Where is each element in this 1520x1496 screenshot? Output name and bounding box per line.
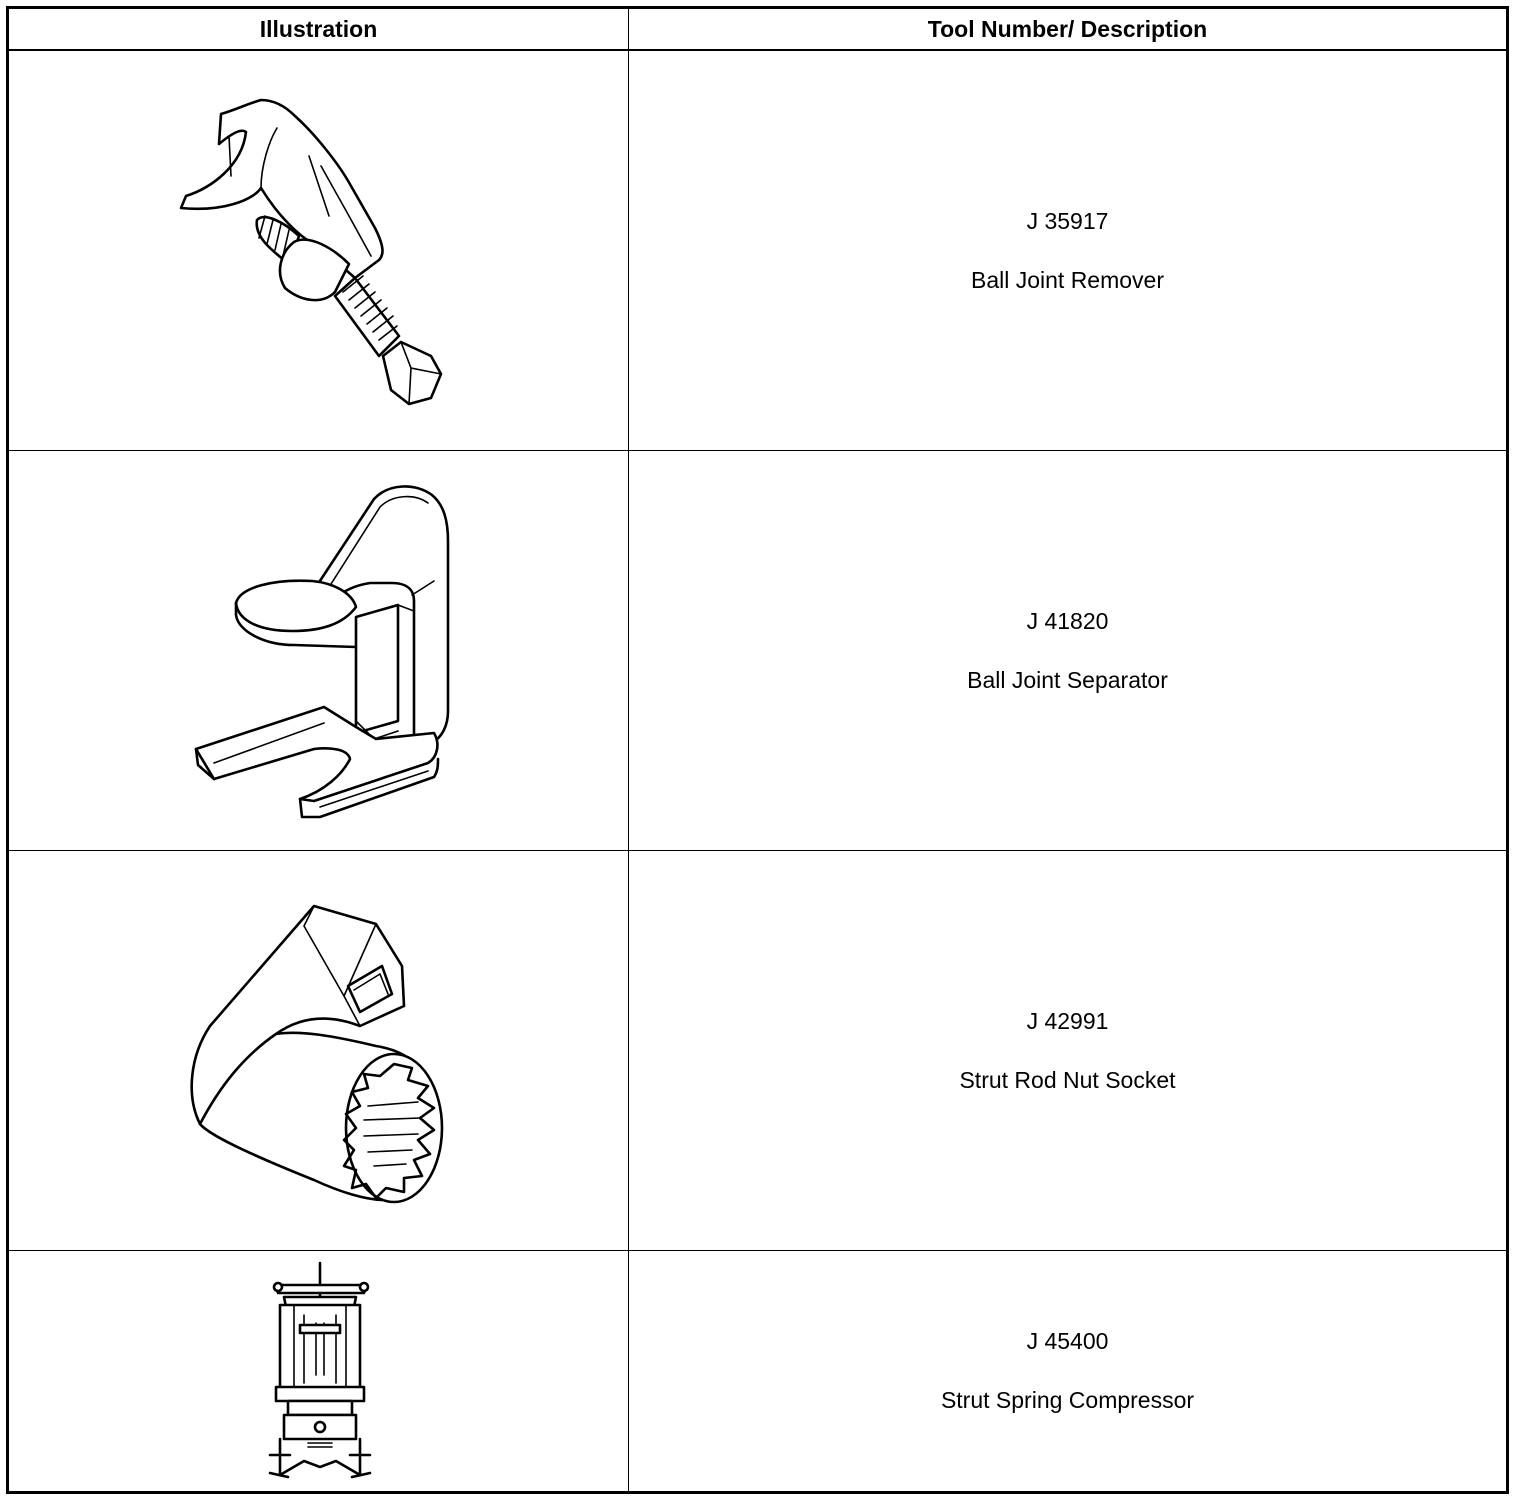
table-row: J 45400 Strut Spring Compressor — [7, 1250, 1508, 1493]
illustration-cell — [7, 850, 629, 1251]
header-tool-number-description: Tool Number/ Description — [628, 7, 1508, 51]
table-row: J 41820 Ball Joint Separator — [7, 450, 1508, 851]
header-illustration: Illustration — [7, 7, 629, 51]
strut-rod-nut-socket-icon — [189, 904, 443, 1203]
ball-joint-remover-icon — [179, 98, 442, 405]
strut-spring-compressor-icon — [268, 1261, 371, 1478]
tool-cell: J 35917 Ball Joint Remover — [628, 49, 1508, 451]
tool-number: J 41820 — [1026, 607, 1109, 634]
illustration-cell — [7, 450, 629, 851]
ball-joint-separator-icon — [194, 484, 449, 818]
tool-description: Strut Spring Compressor — [940, 1387, 1195, 1413]
tool-cell: J 45400 Strut Spring Compressor — [628, 1250, 1508, 1493]
table-row: J 42991 Strut Rod Nut Socket — [7, 850, 1508, 1251]
table-row: J 35917 Ball Joint Remover — [7, 49, 1508, 451]
tool-cell: J 41820 Ball Joint Separator — [628, 450, 1508, 851]
tool-number: J 35917 — [1026, 207, 1109, 234]
tool-cell: J 42991 Strut Rod Nut Socket — [628, 850, 1508, 1251]
tool-description: Ball Joint Separator — [967, 666, 1168, 693]
tool-number: J 45400 — [1026, 1328, 1109, 1354]
tool-number: J 42991 — [1026, 1007, 1109, 1034]
tool-description: Strut Rod Nut Socket — [959, 1066, 1176, 1093]
header-row: Illustration Tool Number/ Description — [7, 7, 1508, 51]
illustration-cell — [7, 1250, 629, 1493]
special-tools-table: Illustration Tool Number/ Description — [6, 6, 1509, 1494]
illustration-cell — [7, 49, 629, 451]
tool-description: Ball Joint Remover — [970, 266, 1165, 293]
